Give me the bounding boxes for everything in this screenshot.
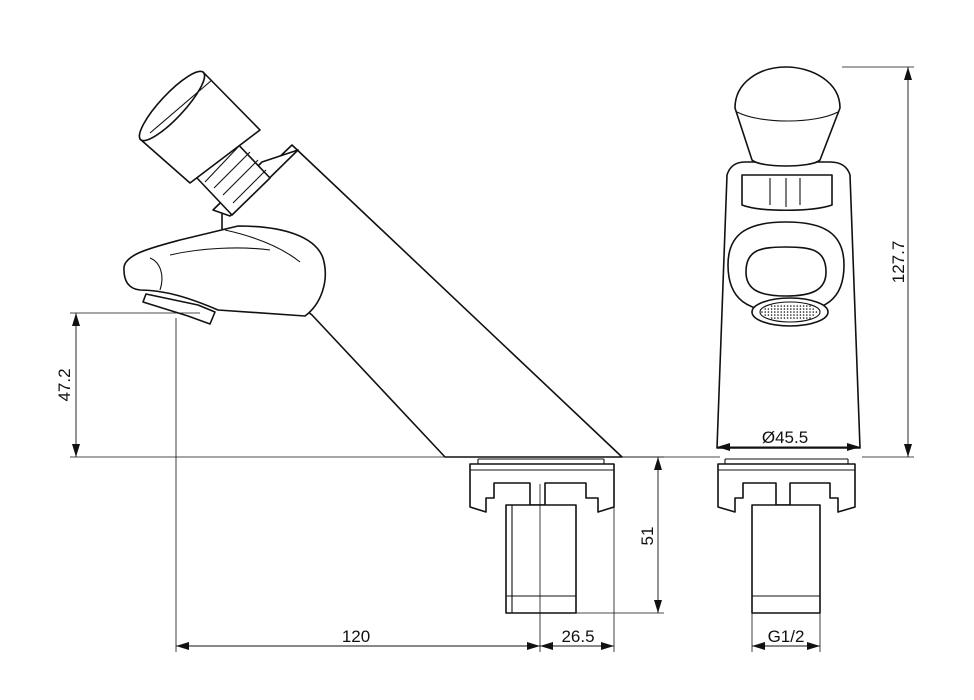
aerator-mesh [761,305,818,319]
front-view-collar [741,174,833,212]
dim-shank-offset: 26.5 [561,627,594,646]
front-view-push-button [734,66,841,167]
front-view-shank [751,504,821,614]
dim-shank-length: 51 [638,527,657,546]
dim-thread: G1/2 [768,627,805,646]
dim-overall-height: 127.7 [889,241,908,284]
dimension-lines: 47.2 127.7 Ø45.5 51 120 26.5 [55,66,914,652]
side-view-spout [123,225,327,317]
dim-reach: 120 [342,627,370,646]
side-view [123,70,623,614]
dim-spout-height: 47.2 [55,368,74,401]
dim-body-diameter: Ø45.5 [762,428,808,447]
side-view-aerator [142,293,216,325]
front-view [716,66,861,614]
side-view-shank [505,504,577,614]
